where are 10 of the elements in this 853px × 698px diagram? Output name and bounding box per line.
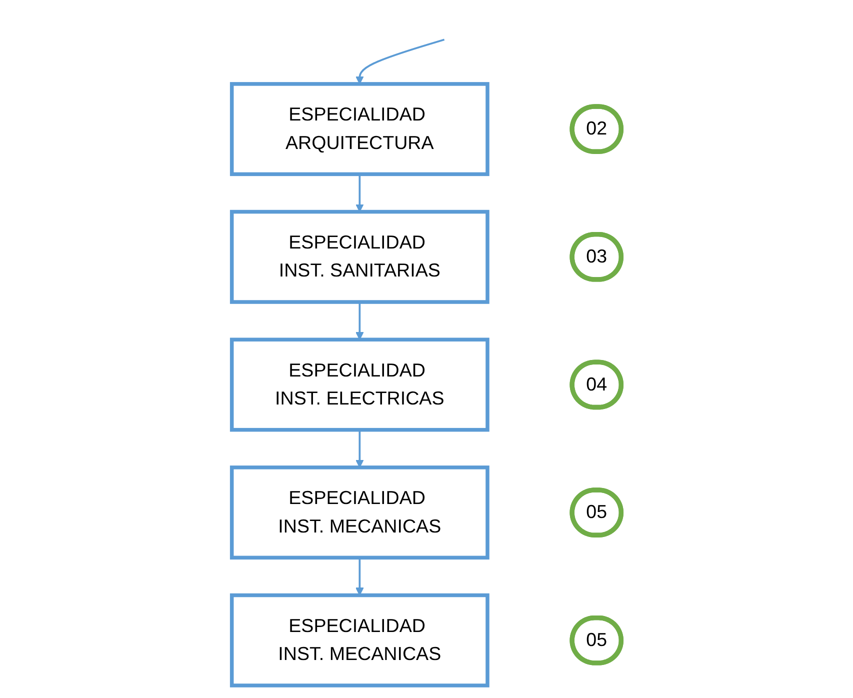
node-box: ESPECIALIDAD INST. SANITARIAS — [230, 210, 490, 304]
arrow — [356, 558, 364, 596]
arrow — [356, 38, 445, 84]
node-box: ESPECIALIDAD INST. MECANICAS — [230, 593, 490, 688]
arrow — [356, 174, 364, 212]
arrow — [356, 430, 364, 468]
node-box: ESPECIALIDAD INST. MECANICAS — [230, 466, 490, 560]
arrow — [356, 302, 364, 340]
node-box: ESPECIALIDAD INST. ELECTRICAS — [230, 338, 490, 432]
node-box: ESPECIALIDAD ARQUITECTURA — [230, 82, 490, 176]
